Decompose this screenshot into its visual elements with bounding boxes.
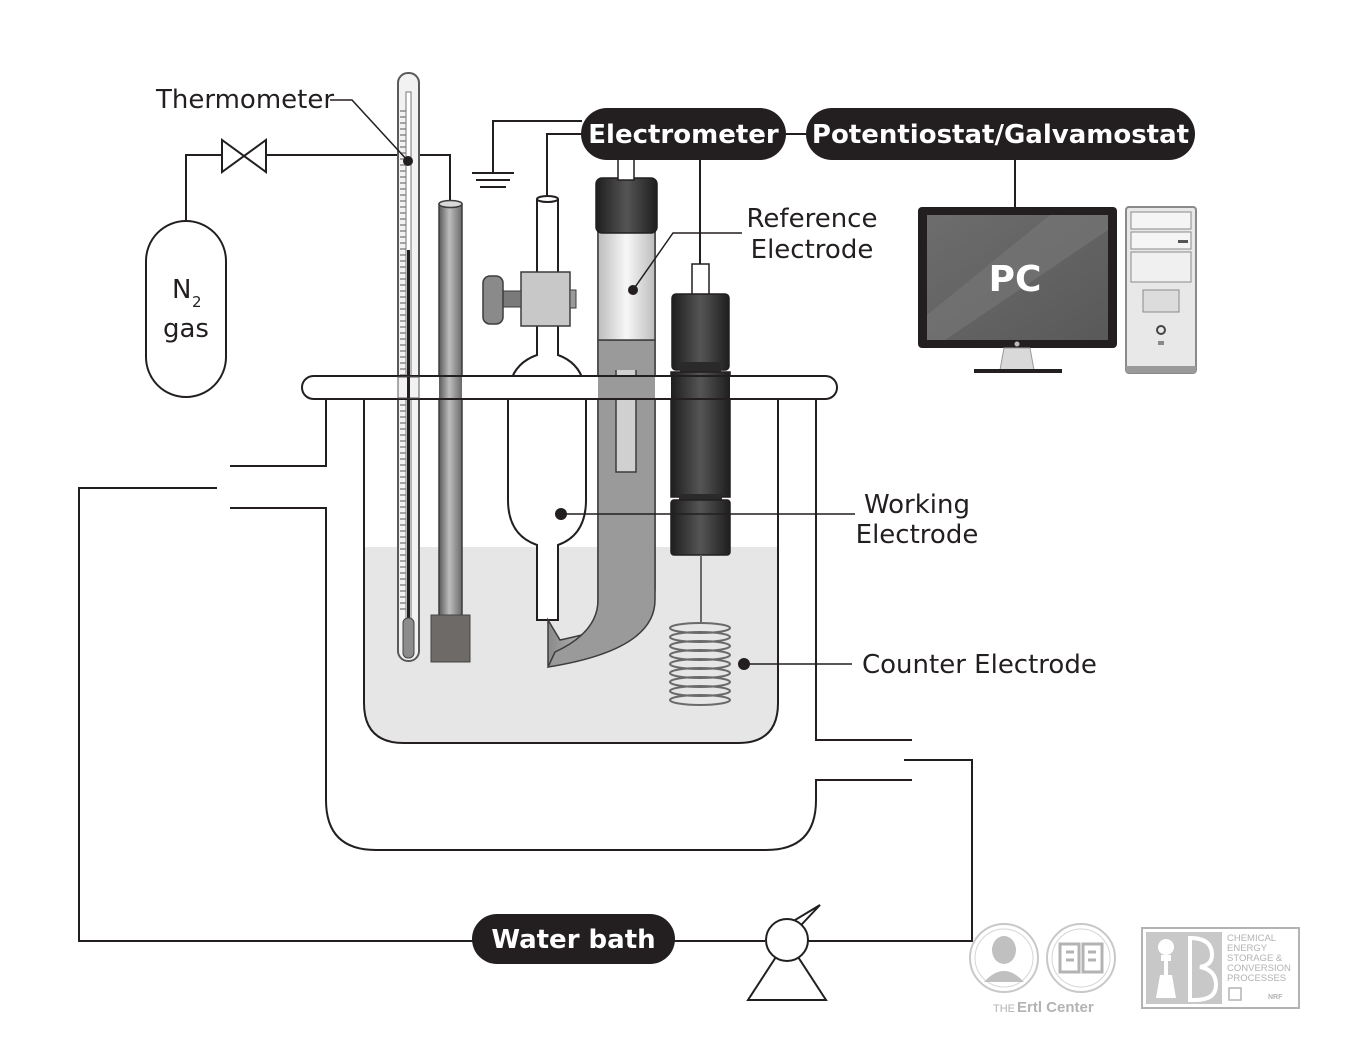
water-bath-box: Water bath bbox=[472, 914, 675, 964]
reference-label-line1: Reference bbox=[747, 204, 878, 234]
book-icon bbox=[1058, 942, 1104, 974]
lid-pass-through bbox=[397, 376, 730, 399]
pc-monitor: PC bbox=[918, 207, 1117, 373]
lightbulb-icon bbox=[1156, 939, 1176, 998]
thermometer-label: Thermometer bbox=[155, 85, 334, 115]
cescp-line-2: ENERGY bbox=[1227, 943, 1268, 954]
n2-gas-cylinder: N 2 gas bbox=[145, 220, 227, 398]
portrait-icon bbox=[984, 936, 1024, 982]
reference-label-line2: Electrode bbox=[751, 235, 874, 265]
electrometer-label: Electrometer bbox=[588, 120, 779, 150]
cescp-line-1: CHEMICAL bbox=[1227, 933, 1276, 944]
n2-label: N bbox=[172, 275, 191, 305]
reference-callout: Reference Electrode bbox=[632, 204, 878, 291]
ertl-name: Ertl Center bbox=[1017, 999, 1094, 1016]
coil-icon bbox=[669, 622, 731, 706]
cescp-logo: CHEMICAL ENERGY STORAGE & CONVERSION PRO… bbox=[1141, 927, 1300, 1009]
cescp-line-4: CONVERSION bbox=[1227, 963, 1291, 974]
electrometer-box: Electrometer bbox=[581, 108, 786, 160]
thermometer-callout: Thermometer bbox=[155, 85, 409, 162]
counter-label: Counter Electrode bbox=[862, 650, 1097, 680]
thermometer bbox=[397, 72, 420, 662]
ertl-the: THE bbox=[993, 1003, 1015, 1015]
pc-label: PC bbox=[989, 259, 1042, 300]
working-label-line1: Working bbox=[864, 490, 970, 520]
pc-tower bbox=[1125, 206, 1197, 374]
potentiostat-box: Potentiostat/Galvamostat bbox=[806, 108, 1195, 160]
gas-inlet-tube bbox=[430, 199, 471, 663]
working-callout: Working Electrode bbox=[561, 490, 978, 550]
ertl-center-logo: THE Ertl Center bbox=[969, 923, 1116, 1016]
counter-callout: Counter Electrode bbox=[744, 650, 1097, 680]
water-bath-label: Water bath bbox=[491, 925, 655, 955]
n2-subscript: 2 bbox=[192, 293, 202, 311]
working-label-line2: Electrode bbox=[856, 520, 979, 550]
ground-icon bbox=[472, 172, 514, 188]
cescp-line-3: STORAGE & bbox=[1227, 953, 1283, 964]
gas-line bbox=[185, 154, 451, 221]
gas-label: gas bbox=[163, 314, 209, 344]
cescp-nrf: NRF bbox=[1268, 994, 1283, 1001]
beaker-lid bbox=[301, 375, 838, 400]
cescp-line-5: PROCESSES bbox=[1227, 973, 1286, 984]
valve-icon bbox=[221, 138, 267, 174]
potentiostat-label: Potentiostat/Galvamostat bbox=[812, 120, 1189, 150]
wires bbox=[492, 120, 1016, 264]
pump-icon bbox=[746, 904, 828, 1001]
